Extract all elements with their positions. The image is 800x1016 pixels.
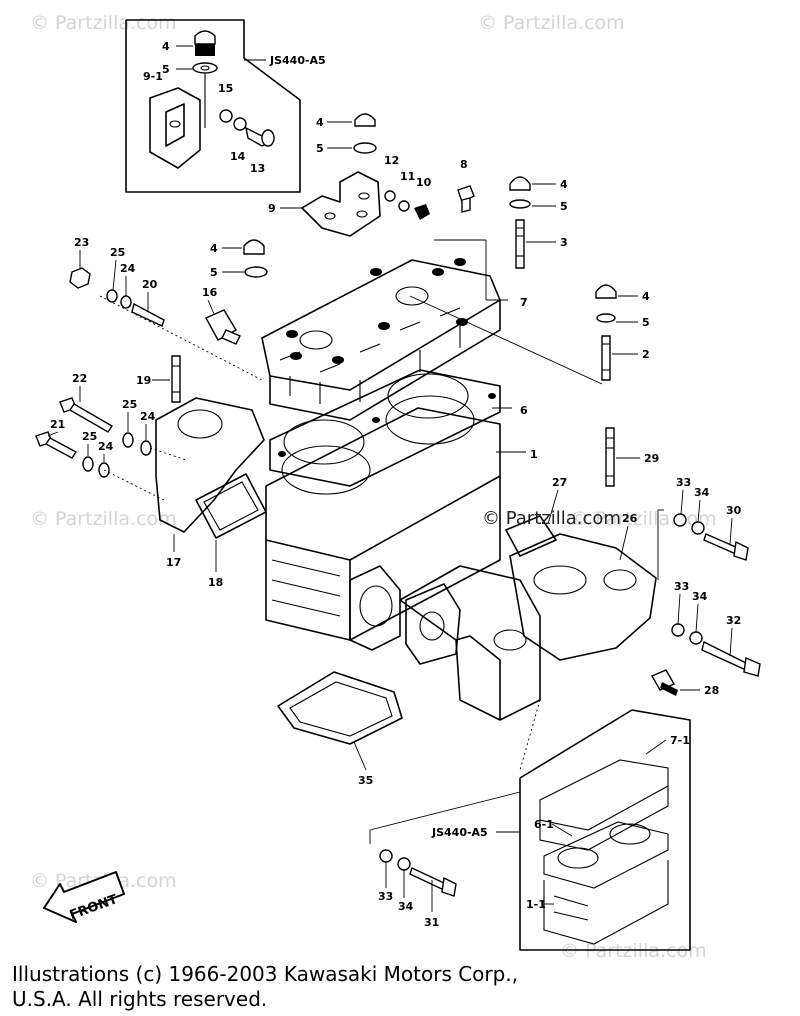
part-fitting-16 (205, 309, 241, 345)
callout-34-b: 34 (692, 590, 708, 603)
callout-5-b: 5 (316, 142, 324, 155)
part-stud-19 (171, 355, 181, 403)
callout-14: 14 (230, 150, 246, 163)
callout-20: 20 (142, 278, 158, 291)
callout-11: 11 (400, 170, 415, 183)
callout-34-c: 34 (398, 900, 414, 913)
callout-33-b: 33 (674, 580, 689, 593)
callout-35: 35 (358, 774, 373, 787)
callout-4-d: 4 (210, 242, 218, 255)
callout-2: 2 (642, 348, 650, 361)
part-bolt-30-group (673, 513, 749, 561)
callout-15: 15 (218, 82, 233, 95)
callout-3: 3 (560, 236, 568, 249)
callout-19: 19 (136, 374, 151, 387)
callout-26: 26 (622, 512, 638, 525)
callout-29: 29 (644, 452, 659, 465)
part-bolt-22-group (35, 397, 152, 478)
part-base-gasket-35 (277, 671, 403, 745)
callout-4-c: 4 (560, 178, 568, 191)
callout-6: 6 (520, 404, 528, 417)
part-cap-nut-4d (243, 239, 268, 278)
center-watermark: © Partzilla.com (482, 508, 621, 529)
callout-5-e: 5 (642, 316, 650, 329)
part-fitting-28 (651, 669, 678, 696)
callout-25-a: 25 (110, 246, 125, 259)
part-bolt-32-group (671, 623, 761, 677)
callout-6-1: 6-1 (534, 818, 554, 831)
callout-js440-a5-top: JS440-A5 (269, 54, 326, 67)
watermark-mid-left: © Partzilla.com (30, 508, 177, 530)
watermark-top-right: © Partzilla.com (478, 12, 625, 34)
callout-4-inset: 4 (162, 40, 170, 53)
callout-9-1: 9-1 (143, 70, 163, 83)
part-stud-3 (509, 176, 531, 269)
copyright-line-1: Illustrations (c) 1966-2003 Kawasaki Mot… (12, 962, 519, 986)
watermark-top-left: © Partzilla.com (30, 12, 177, 34)
callout-1: 1 (530, 448, 538, 461)
callout-js440-a5-bottom: JS440-A5 (431, 826, 488, 839)
part-stud-29 (605, 427, 615, 487)
callout-8: 8 (460, 158, 468, 171)
part-plug-8 (457, 185, 475, 213)
callout-1-1: 1-1 (526, 898, 546, 911)
callout-31: 31 (424, 916, 439, 929)
callout-24-b: 24 (140, 410, 156, 423)
callout-24-c: 24 (98, 440, 114, 453)
callout-33-a: 33 (676, 476, 691, 489)
part-manifold-17 (155, 397, 267, 539)
callout-17: 17 (166, 556, 181, 569)
callout-18: 18 (208, 576, 223, 589)
part-head-gasket-6 (269, 369, 501, 487)
callout-5-c: 5 (560, 200, 568, 213)
callout-27: 27 (552, 476, 567, 489)
callout-24-a: 24 (120, 262, 136, 275)
copyright-notice: Illustrations (c) 1966-2003 Kawasaki Mot… (12, 962, 792, 1012)
part-cylinder-head-7 (261, 258, 501, 421)
part-cap-nut-4b (353, 113, 377, 154)
callout-7: 7 (520, 296, 528, 309)
callout-12: 12 (384, 154, 399, 167)
callout-5-d: 5 (210, 266, 218, 279)
part-exhaust-manifold-26 (505, 515, 657, 661)
callout-34-a: 34 (694, 486, 710, 499)
callout-30: 30 (726, 504, 742, 517)
exploded-parts-diagram: 4 5 9-1 15 14 13 JS440-A5 4 5 9 12 11 10… (35, 19, 761, 951)
copyright-line-2: U.S.A. All rights reserved. (12, 987, 268, 1011)
front-arrow: FRONT (43, 871, 125, 923)
callout-28: 28 (704, 684, 719, 697)
part-nut-23-group (69, 267, 165, 327)
callout-7-1: 7-1 (670, 734, 690, 747)
callout-22: 22 (72, 372, 87, 385)
callout-13: 13 (250, 162, 265, 175)
part-lower-housing (399, 565, 541, 721)
callout-4-e: 4 (642, 290, 650, 303)
inset-top-detail (125, 19, 301, 193)
callout-25-c: 25 (82, 430, 97, 443)
callout-25-b: 25 (122, 398, 137, 411)
callout-4-b: 4 (316, 116, 324, 129)
callout-33-c: 33 (378, 890, 393, 903)
callout-32: 32 (726, 614, 741, 627)
inset-bottom-detail (519, 709, 691, 951)
part-cylinder-block-1 (265, 395, 501, 651)
callout-23: 23 (74, 236, 89, 249)
callout-9: 9 (268, 202, 276, 215)
callout-10: 10 (416, 176, 432, 189)
watermark-low-right: © Partzilla.com (560, 940, 707, 962)
part-stud-2 (595, 284, 617, 381)
callout-16: 16 (202, 286, 218, 299)
callout-5-inset: 5 (162, 63, 170, 76)
callout-21: 21 (50, 418, 65, 431)
part-bracket-9 (301, 171, 430, 237)
